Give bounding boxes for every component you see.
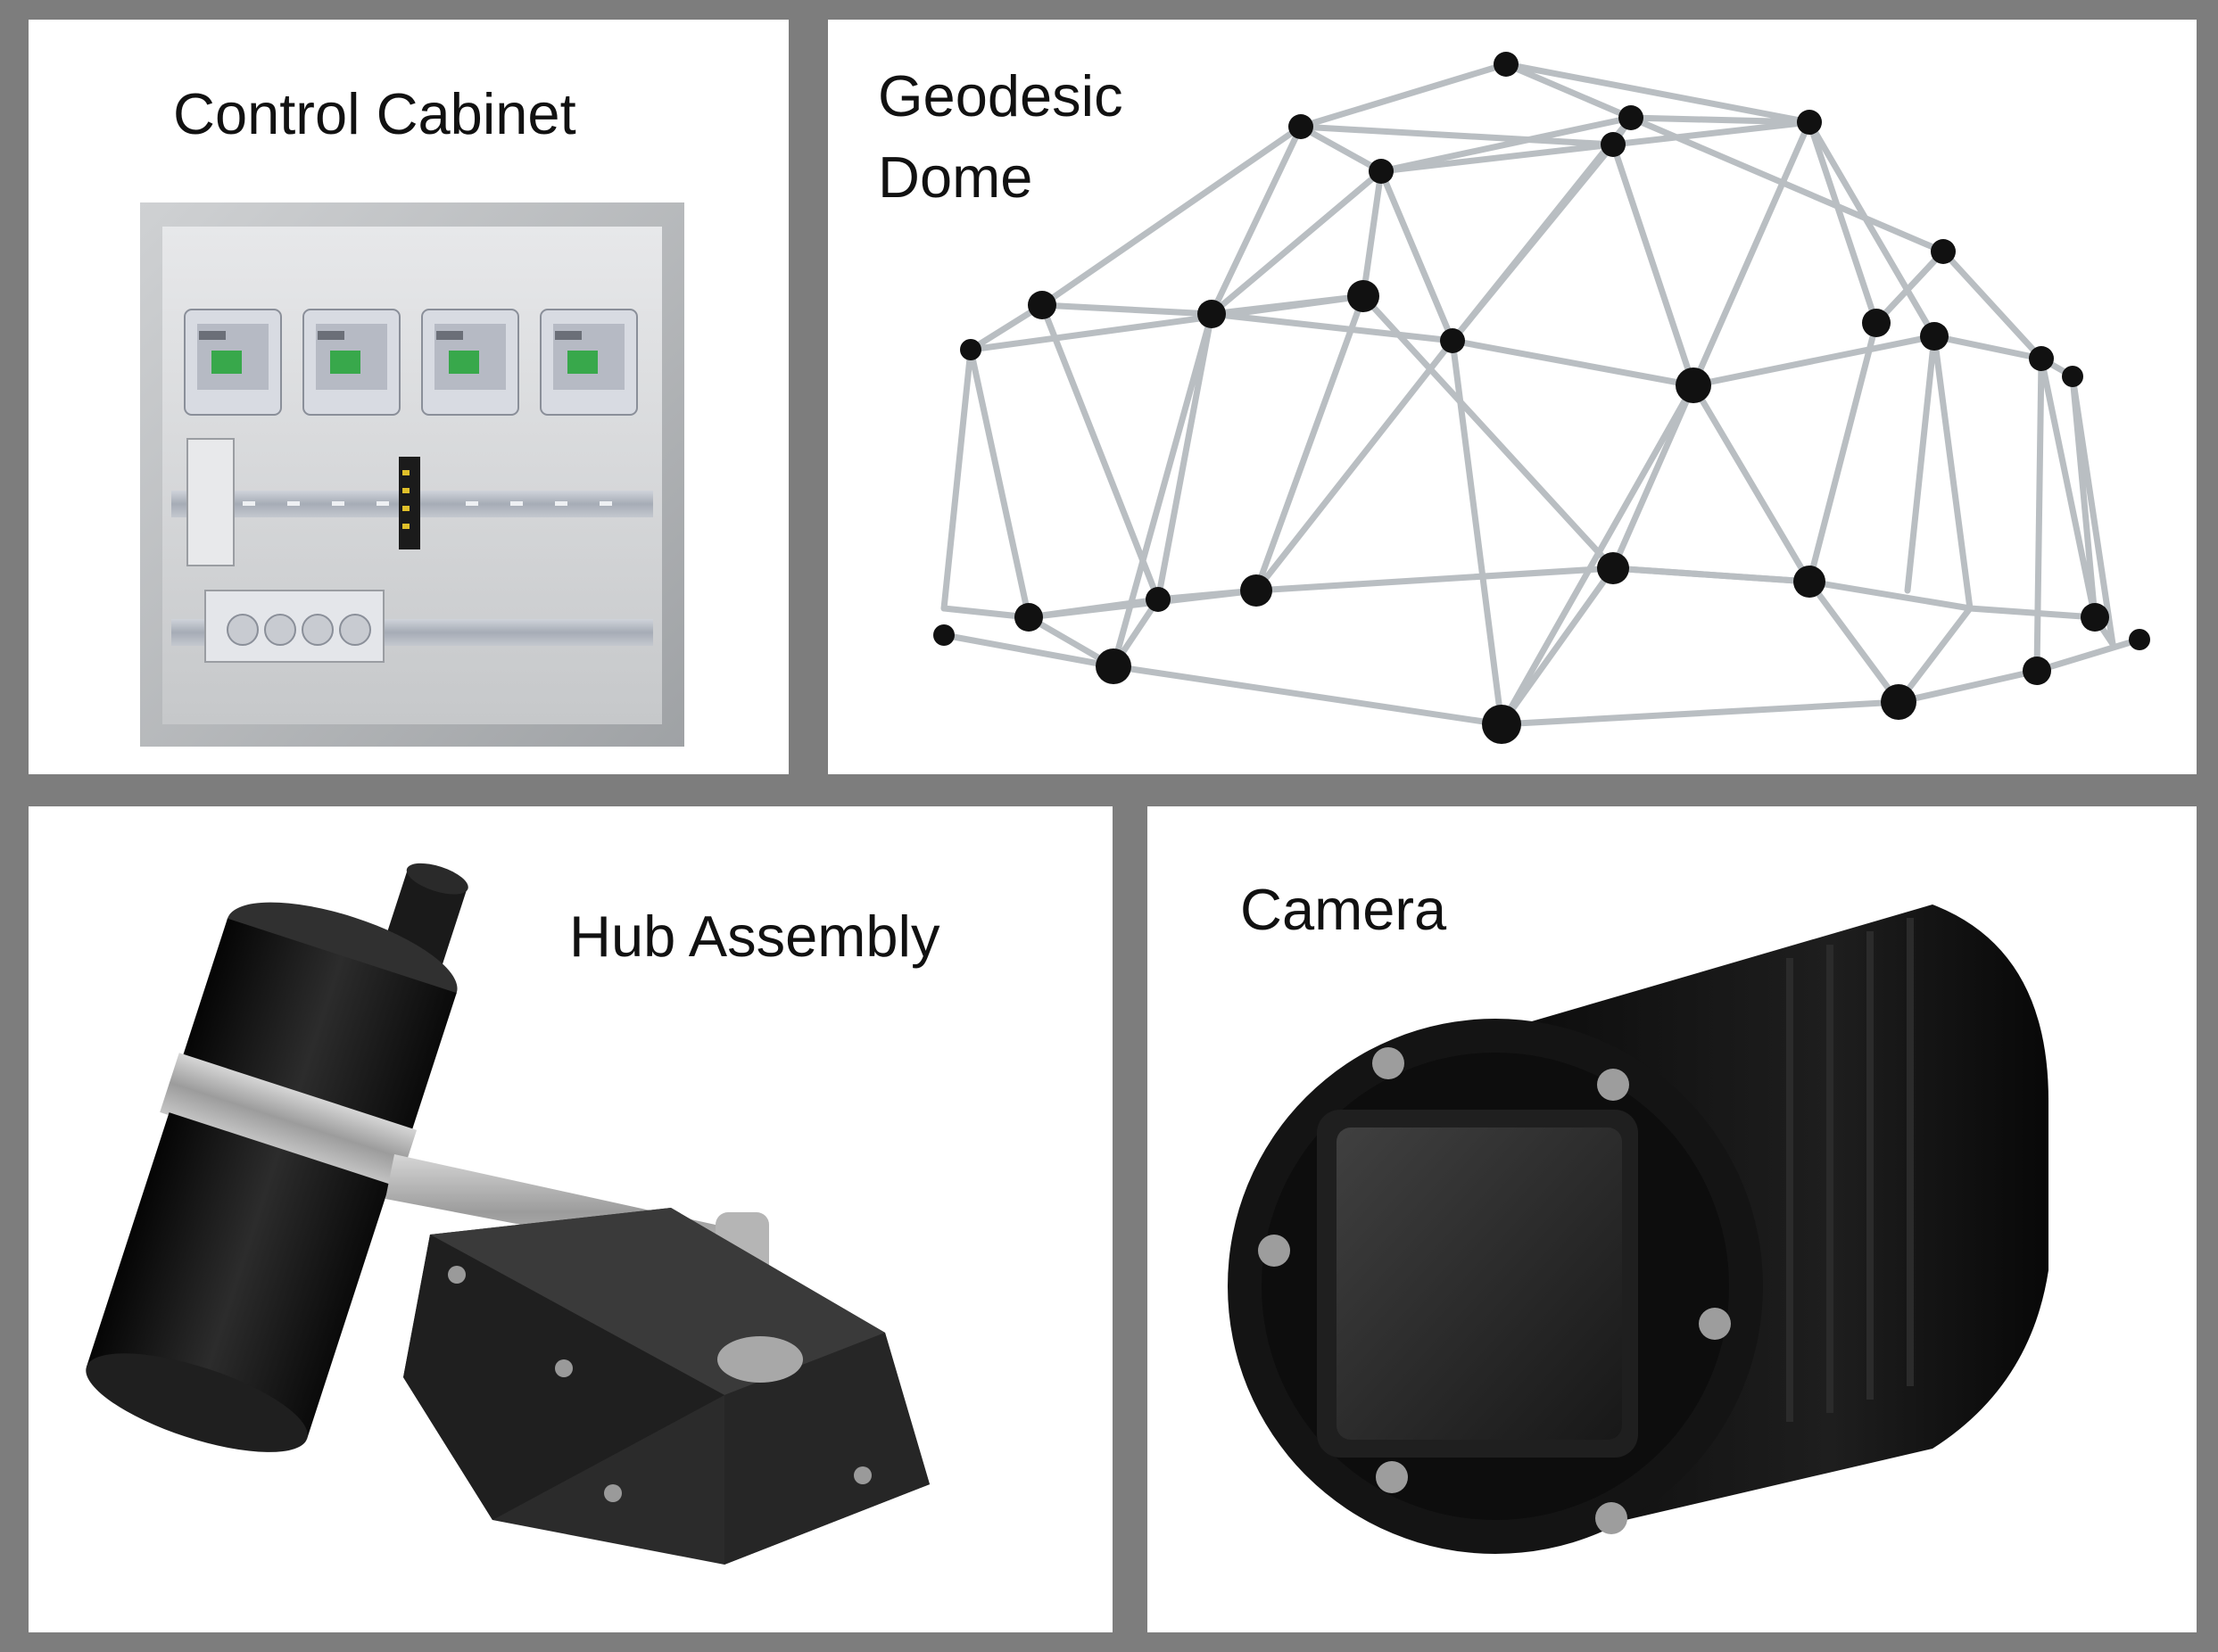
camera-lens-window <box>1337 1127 1622 1440</box>
hub-assembly-title: Hub Assembly <box>569 904 940 969</box>
hub-bolts <box>448 1266 872 1502</box>
camera-illustration <box>1228 904 2048 1554</box>
dome-struts <box>940 61 2143 728</box>
geodesic-dome-title-line1: Geodesic <box>878 63 1123 128</box>
control-cabinet-title: Control Cabinet <box>173 81 576 146</box>
hub-assembly-panel: Hub Assembly <box>29 806 1113 1632</box>
camera-panel: Camera <box>1147 806 2197 1632</box>
socket-strip <box>204 590 385 663</box>
faceplate-screws <box>1258 1047 1731 1534</box>
power-supply <box>186 438 235 566</box>
geodesic-dome-panel: Geodesic Dome <box>828 20 2197 774</box>
steel-clamp <box>160 1053 418 1190</box>
hub-assembly-illustration <box>86 863 930 1565</box>
controller-modules <box>184 309 638 416</box>
geodesic-dome-title-line2: Dome <box>878 145 1033 210</box>
dome-hubs <box>933 52 2150 744</box>
hub-connector <box>403 1208 930 1565</box>
cooling-fins <box>1786 918 1914 1422</box>
hub-camera-canister <box>86 863 468 1452</box>
control-cabinet-illustration <box>140 202 684 747</box>
geodesic-dome-illustration <box>933 52 2150 744</box>
camera-title: Camera <box>1240 877 1447 942</box>
geodesic-dome-title: Geodesic Dome <box>878 55 1123 218</box>
control-cabinet-panel: Control Cabinet <box>29 20 789 774</box>
